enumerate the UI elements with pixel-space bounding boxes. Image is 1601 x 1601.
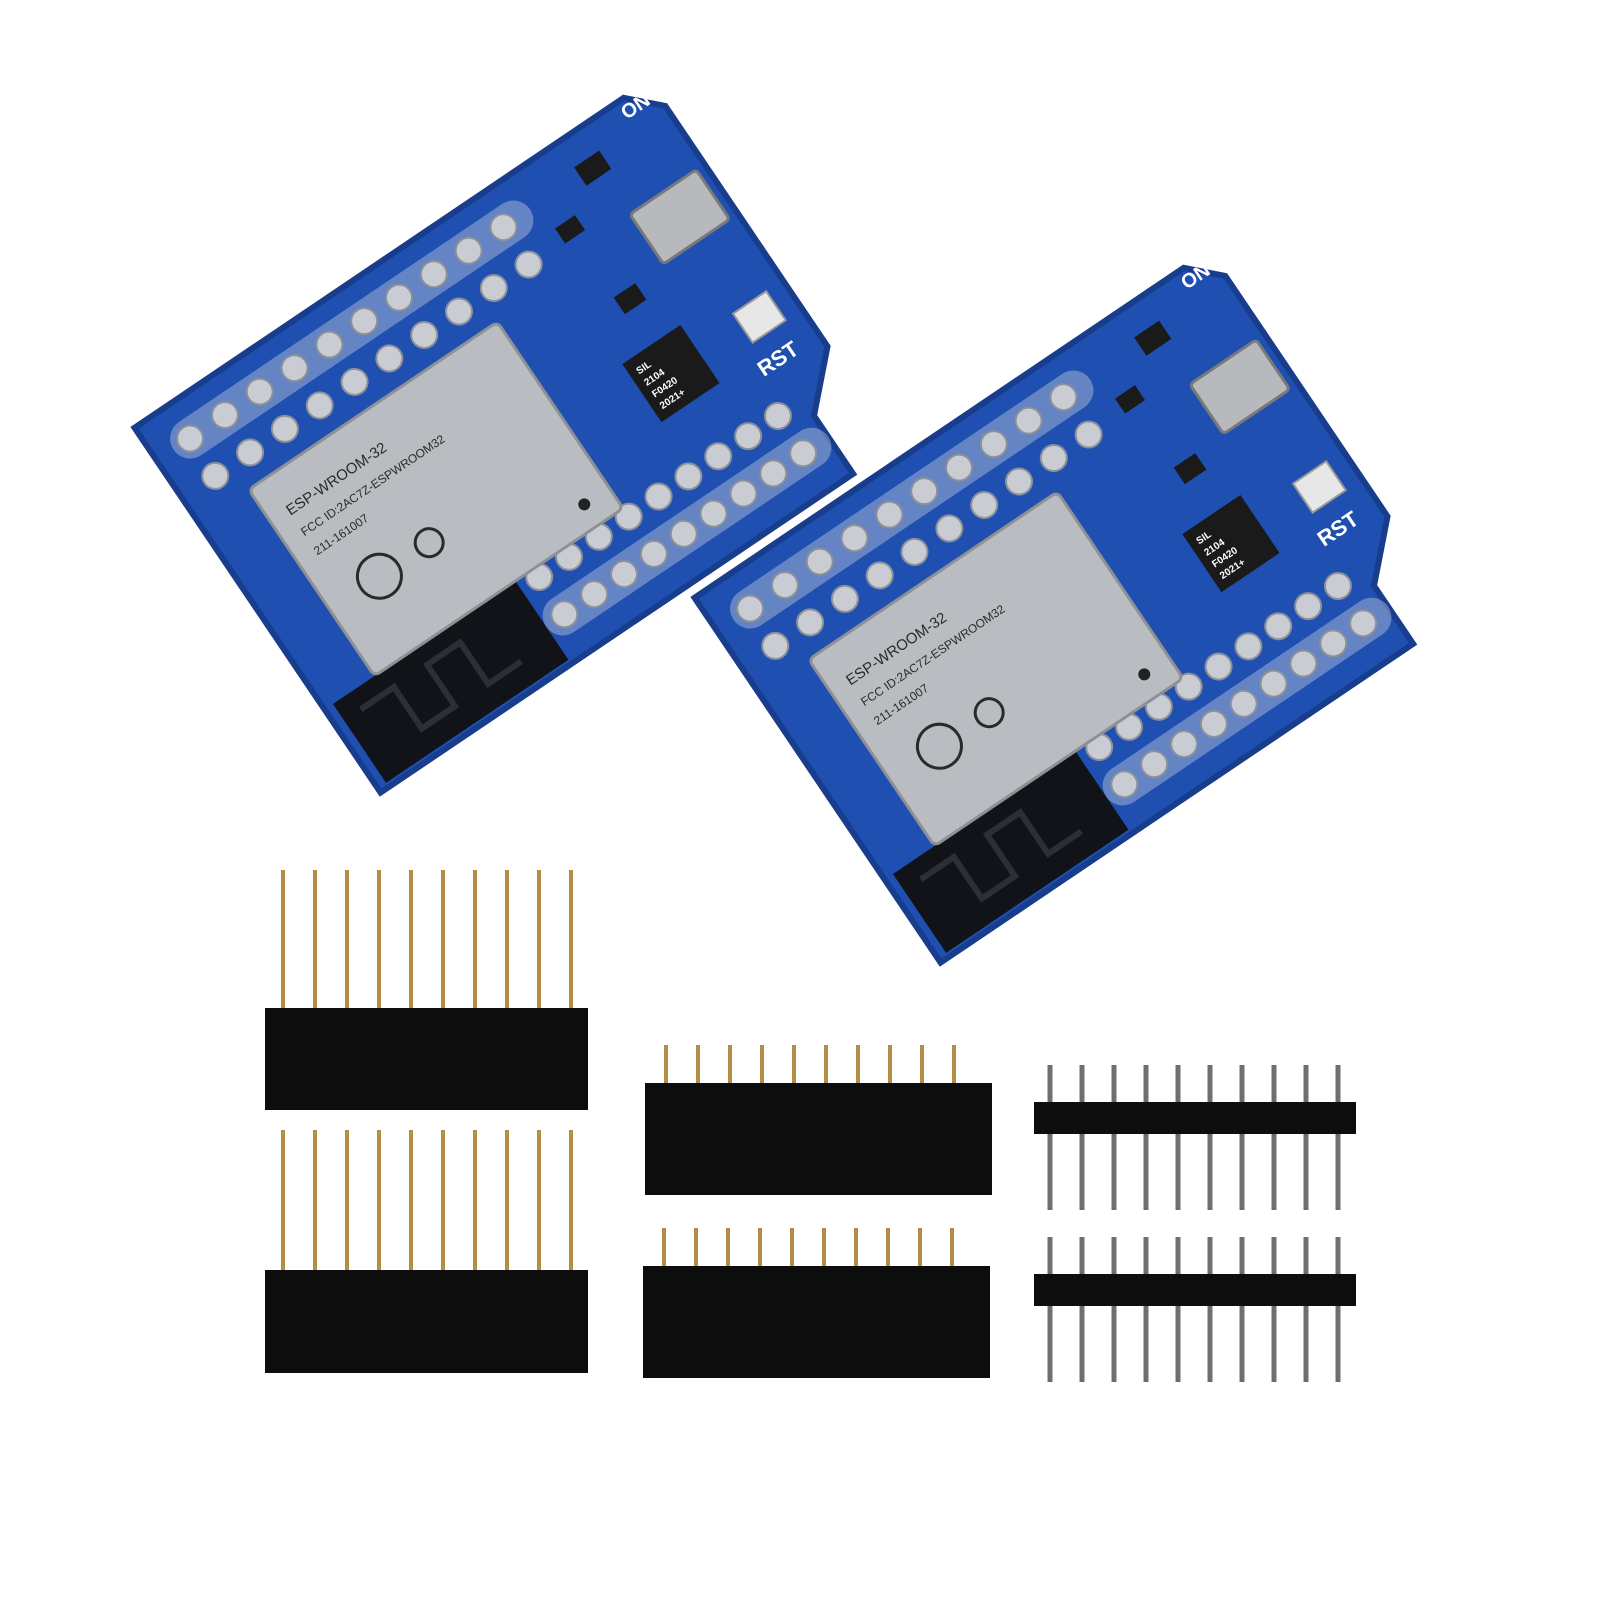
- esp32-board-1: ESP-WROOM-32 FCC ID:2AC7Z-ESPWROOM32 211…: [130, 89, 858, 797]
- espressif-logo-icon: [355, 552, 403, 600]
- smd-component: [1134, 320, 1172, 356]
- antenna-area: [892, 751, 1129, 953]
- male-header-1: [1034, 1065, 1356, 1210]
- short-female-header-2: [643, 1228, 990, 1378]
- smd-component: [613, 283, 647, 315]
- long-female-header-2: [265, 1130, 588, 1373]
- ce-mark-icon: [973, 697, 1005, 729]
- smd-component: [574, 150, 612, 186]
- micro-usb-port: [1189, 339, 1290, 434]
- module-dot: [1138, 668, 1151, 681]
- esp-module-shield: [249, 322, 623, 676]
- ce-mark-icon: [413, 527, 445, 559]
- usb-uart-chip: [622, 324, 720, 423]
- long-female-header-1: [265, 870, 588, 1110]
- module-dot: [578, 498, 591, 511]
- reset-button: [1291, 459, 1348, 515]
- smd-component: [1173, 453, 1207, 485]
- esp-module-shield: [809, 492, 1183, 846]
- smd-component: [1115, 385, 1146, 414]
- esp32-board-2: ESP-WROOM-32 FCC ID:2AC7Z-ESPWROOM32 211…: [690, 259, 1418, 967]
- pad-row-right: [525, 401, 832, 636]
- pad-row-left: [170, 200, 543, 490]
- reset-button: [731, 289, 788, 345]
- antenna-area: [332, 581, 569, 783]
- micro-usb-port: [629, 169, 730, 264]
- short-female-header-1: [645, 1045, 992, 1195]
- usb-uart-chip: [1182, 494, 1280, 593]
- smd-component: [555, 215, 586, 244]
- pad-row-left: [730, 370, 1103, 660]
- espressif-logo-icon: [915, 722, 963, 770]
- male-header-2: [1034, 1237, 1356, 1382]
